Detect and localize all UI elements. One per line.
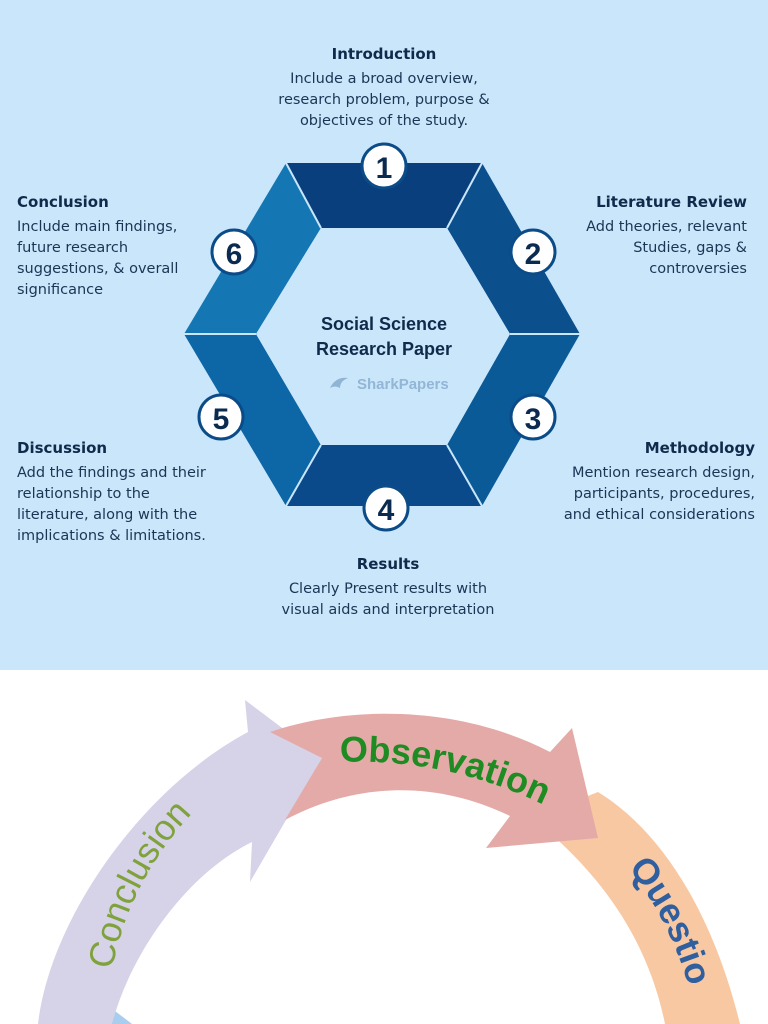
- stage-conclusion: Conclusion Include main findings, future…: [17, 193, 217, 301]
- shark-icon: [330, 377, 348, 388]
- segment-separators: [184, 162, 580, 507]
- stage-literature-review-title: Literature Review: [596, 193, 747, 211]
- desc-line: Add theories, relevant: [586, 219, 747, 235]
- stage-introduction: Introduction Include a broad overview, r…: [234, 45, 534, 132]
- desc-line: visual aids and interpretation: [281, 602, 495, 618]
- desc-line: Studies, gaps &: [633, 240, 747, 256]
- badge-2-number: 2: [525, 238, 542, 271]
- desc-line: significance: [17, 282, 104, 298]
- badge-4: 4: [362, 484, 410, 532]
- brand-text: SharkPapers: [357, 376, 449, 393]
- stage-literature-review-desc: Add theories, relevant Studies, gaps & c…: [528, 217, 747, 280]
- badge-1-number: 1: [376, 152, 393, 185]
- segment-results: [286, 445, 482, 506]
- stage-results: Results Clearly Present results with vis…: [238, 555, 538, 621]
- badge-6-number: 6: [226, 238, 243, 271]
- desc-line: Clearly Present results with: [288, 581, 488, 597]
- stage-literature-review: Literature Review Add theories, relevant…: [528, 193, 747, 280]
- stage-conclusion-desc: Include main findings, future research s…: [17, 217, 217, 301]
- badge-1: 1: [360, 142, 408, 190]
- badge-4-number: 4: [378, 494, 395, 527]
- center-title-line2: Research Paper: [316, 339, 452, 359]
- badge-3: 3: [509, 393, 557, 441]
- desc-line: literature, along with the: [17, 507, 198, 523]
- desc-line: controversies: [649, 261, 747, 277]
- desc-line: and ethical considerations: [563, 507, 755, 523]
- cycle-diagram: Conclusion Observation Questio: [38, 700, 740, 1024]
- segment-discussion: [184, 334, 321, 506]
- desc-line: objectives of the study.: [299, 113, 469, 129]
- stage-discussion-desc: Add the findings and their relationship …: [17, 463, 247, 547]
- desc-line: Include a broad overview,: [290, 71, 478, 87]
- desc-line: relationship to the: [17, 486, 150, 502]
- stage-introduction-desc: Include a broad overview, research probl…: [234, 69, 534, 132]
- stage-discussion-title: Discussion: [17, 439, 108, 457]
- stage-conclusion-title: Conclusion: [17, 193, 109, 211]
- scientific-method-cycle: Conclusion Observation Questio: [0, 670, 768, 1024]
- badge-5-number: 5: [213, 403, 230, 436]
- badge-6: 6: [210, 228, 258, 276]
- brand-logo: SharkPapers: [330, 376, 449, 393]
- desc-line: Mention research design,: [571, 465, 755, 481]
- stage-results-desc: Clearly Present results with visual aids…: [238, 579, 538, 621]
- desc-line: future research: [17, 240, 129, 256]
- conclusion-arrow-shape: [38, 700, 322, 1024]
- question-arrow-shape: [532, 792, 740, 1024]
- stage-methodology-title: Methodology: [644, 439, 755, 457]
- desc-line: Include main findings,: [17, 219, 178, 235]
- segment-introduction: [286, 163, 482, 228]
- badge-5: 5: [197, 393, 245, 441]
- badge-2: 2: [509, 228, 557, 276]
- desc-line: implications & limitations.: [17, 528, 206, 544]
- desc-line: participants, procedures,: [573, 486, 755, 502]
- desc-line: research problem, purpose &: [278, 92, 490, 108]
- desc-line: Add the findings and their: [17, 465, 206, 481]
- stage-introduction-title: Introduction: [331, 45, 437, 63]
- stage-methodology: Methodology Mention research design, par…: [518, 439, 755, 526]
- stage-results-title: Results: [356, 555, 420, 573]
- badge-3-number: 3: [525, 403, 542, 436]
- desc-line: suggestions, & overall: [17, 261, 179, 277]
- research-paper-infographic: Social Science Research Paper SharkPaper…: [0, 0, 768, 670]
- hexagon-diagram: Social Science Research Paper SharkPaper…: [184, 142, 580, 532]
- stage-discussion: Discussion Add the findings and their re…: [17, 439, 247, 547]
- observation-arrow-shape: [270, 713, 598, 848]
- inner-hexagon: [256, 228, 510, 445]
- stage-methodology-desc: Mention research design, participants, p…: [518, 463, 755, 526]
- center-title-line1: Social Science: [321, 314, 447, 334]
